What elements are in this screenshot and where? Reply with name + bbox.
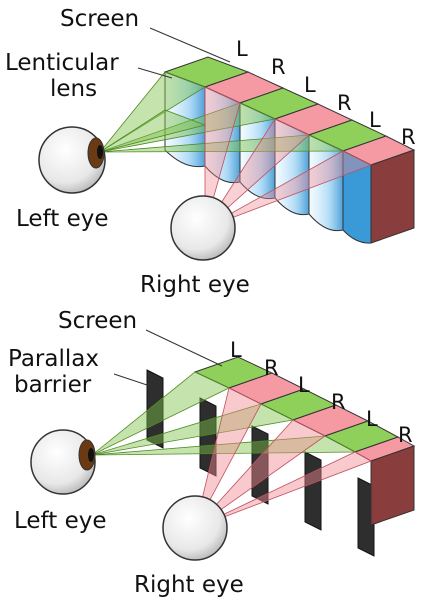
top-col-label: R [271,55,286,79]
top-col-label: L [369,108,381,132]
lenticular-panel: Screen Lenticular lens Left eye Right ey… [5,6,416,298]
bottom-col-label: R [331,390,346,414]
parallax-barrier-slats [146,369,375,557]
top-right-eye-label: Right eye [140,272,250,298]
top-screen-leader [149,27,231,63]
top-lens-leader [137,67,173,79]
top-left-eye-label: Left eye [16,206,109,232]
bottom-col-label: R [264,356,279,380]
top-col-label: L [304,73,316,97]
top-col-label: L [236,37,248,61]
bottom-barrier-label-line2: barrier [14,372,92,398]
top-column-labels: L R L R L R [236,37,416,149]
bottom-col-label: L [298,373,310,397]
top-col-label: R [337,91,352,115]
top-right-eye-beams [204,86,372,229]
bottom-column-labels: L R L R L R [230,338,413,447]
parallax-barrier-panel: Screen Parallax barrier Left eye Right e… [8,308,416,598]
bottom-right-eye-label: Right eye [134,572,244,598]
bottom-screen-label: Screen [58,308,137,334]
bottom-barrier-leader [113,373,151,387]
top-right-eye [170,195,236,261]
top-screen-label: Screen [60,6,139,32]
bottom-left-eye-beams [91,371,356,456]
bottom-left-eye [30,429,96,495]
bottom-right-eye [162,495,228,561]
top-lens-label-line1: Lenticular [5,50,119,76]
top-lens-label-line2: lens [50,76,97,102]
top-col-label: R [401,125,416,149]
bottom-barrier-label-line1: Parallax [8,346,99,372]
bottom-col-label: L [366,407,378,431]
top-screen-strips [163,56,416,244]
bottom-right-eye-beams [194,387,372,529]
top-left-eye-beams [99,71,344,153]
bottom-screen-leader [145,329,223,367]
bottom-left-eye-label: Left eye [14,508,107,534]
bottom-col-label: L [230,338,242,362]
bottom-col-label: R [398,423,413,447]
lenticular-lens-array [164,71,372,244]
top-left-eye [38,126,106,194]
